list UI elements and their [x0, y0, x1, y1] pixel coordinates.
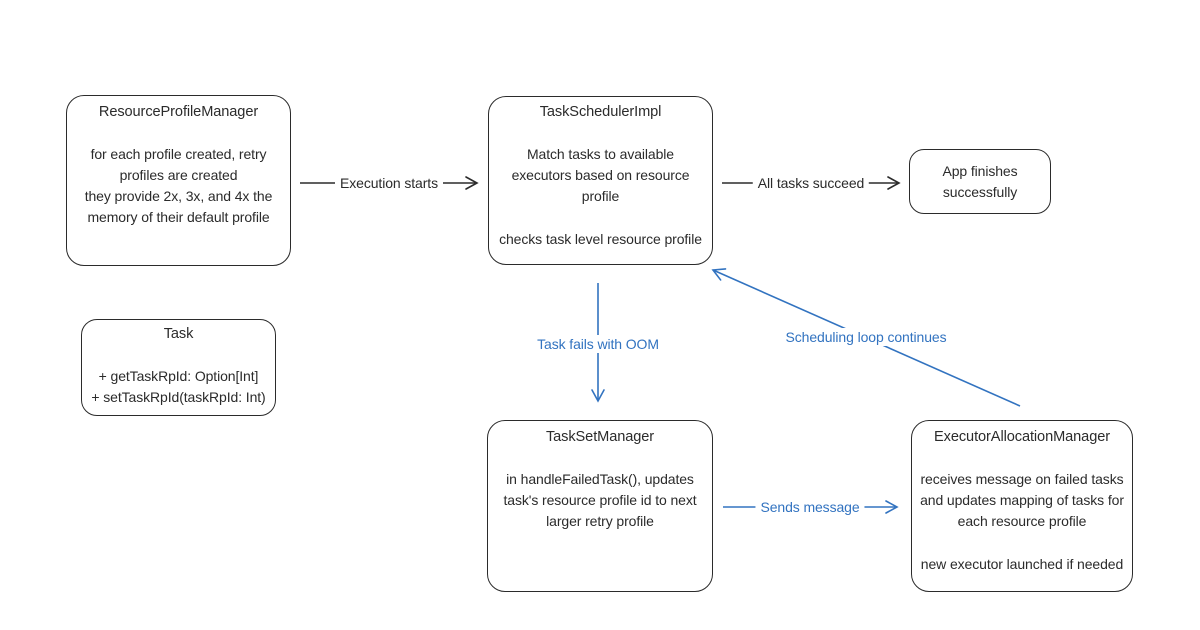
node-body-line: task's resource profile id to next: [503, 492, 697, 508]
node-body-line: each resource profile: [957, 513, 1087, 529]
node-resource-profile-manager: ResourceProfileManager for each profile …: [66, 95, 291, 266]
node-footer-line: new executor launched if needed: [920, 556, 1124, 572]
node-body-line: profiles are created: [119, 167, 238, 183]
node-task-scheduler-impl: TaskSchedulerImpl Match tasks to availab…: [488, 96, 713, 265]
node-title: ResourceProfileManager: [98, 104, 259, 120]
node-app-finishes-successfully: App finishes successfully: [909, 149, 1051, 214]
node-body-line: memory of their default profile: [87, 209, 270, 225]
node-body-line: successfully: [942, 183, 1018, 200]
node-footer-line: checks task level resource profile: [499, 231, 702, 247]
node-title: TaskSetManager: [545, 429, 655, 445]
node-body-line: + getTaskRpId: Option[Int]: [98, 368, 259, 384]
edge-label-execution-starts: Execution starts: [335, 174, 443, 192]
node-body-line: profile: [581, 188, 620, 204]
node-title: TaskSchedulerImpl: [539, 104, 662, 120]
spacer: [82, 345, 275, 366]
node-title: ExecutorAllocationManager: [934, 429, 1110, 445]
edge-label-all-tasks-succeed: All tasks succeed: [752, 174, 870, 192]
node-body-line: App finishes: [942, 162, 1018, 179]
node-body-line: for each profile created, retry: [90, 146, 267, 162]
node-body-line: Match tasks to available: [526, 146, 674, 162]
node-task: Task + getTaskRpId: Option[Int] + setTas…: [81, 319, 276, 416]
node-body-line: and updates mapping of tasks for: [920, 492, 1124, 508]
node-body-line: executors based on resource: [511, 167, 690, 183]
node-body-line: + setTaskRpId(taskRpId: Int): [91, 389, 266, 405]
edge-label-task-fails-oom: Task fails with OOM: [532, 335, 664, 353]
node-task-set-manager: TaskSetManager in handleFailedTask(), up…: [487, 420, 713, 592]
spacer: [67, 123, 290, 144]
node-body-line: in handleFailedTask(), updates: [506, 471, 694, 487]
node-executor-allocation-manager: ExecutorAllocationManager receives messa…: [911, 420, 1133, 592]
edge-label-sends-message: Sends message: [755, 498, 865, 516]
spacer: [912, 448, 1132, 469]
node-body-line: they provide 2x, 3x, and 4x the: [84, 188, 273, 204]
spacer: [488, 448, 712, 469]
spacer: [489, 123, 712, 144]
node-body-line: larger retry profile: [546, 513, 654, 529]
node-body-line: receives message on failed tasks: [920, 471, 1124, 487]
edge-label-scheduling-loop-continues: Scheduling loop continues: [780, 328, 952, 346]
node-title: Task: [163, 326, 194, 342]
